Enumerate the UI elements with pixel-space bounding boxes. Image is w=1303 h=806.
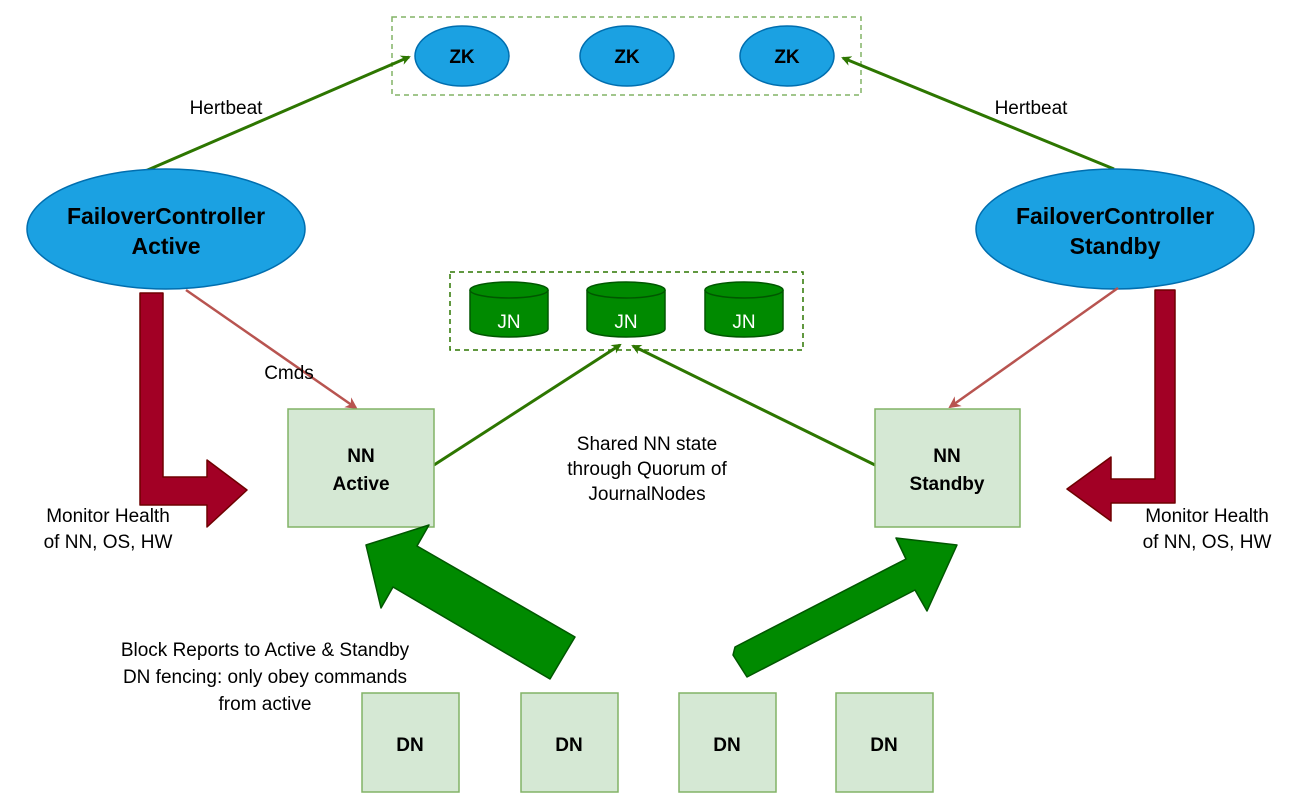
monitor-health-arrow-right	[1066, 289, 1176, 522]
monitor-health-arrow-left	[139, 292, 248, 528]
jn-label: JN	[732, 312, 755, 333]
dn-box: DN	[835, 692, 934, 793]
cmds-arrow-right	[948, 286, 1119, 409]
nn-active-line2: Active	[332, 474, 389, 495]
dn-box: DN	[361, 692, 460, 793]
cmds-label: Cmds	[264, 363, 314, 384]
dn-box: DN	[678, 692, 777, 793]
zk-label: ZK	[614, 47, 640, 68]
block-report-arrow-left	[365, 524, 576, 680]
dn-label: DN	[713, 735, 740, 756]
jn-node: JN	[469, 281, 549, 338]
failover-active-line2: Active	[131, 233, 200, 259]
zk-label: ZK	[774, 47, 800, 68]
failover-controller-active: FailoverController Active	[26, 168, 306, 290]
failover-controller-standby: FailoverController Standby	[975, 168, 1255, 290]
shared-state-line3: JournalNodes	[588, 484, 705, 505]
nn-active-to-jn-arrow	[433, 343, 622, 467]
heartbeat-label-right: Hertbeat	[995, 98, 1069, 119]
nn-active-box: NN Active	[287, 408, 435, 528]
dn-box: DN	[520, 692, 619, 793]
dn-label: DN	[396, 735, 423, 756]
monitor-left-line2: of NN, OS, HW	[44, 532, 173, 553]
shared-state-line2: through Quorum of	[567, 459, 727, 480]
nn-standby-line1: NN	[933, 446, 960, 467]
block-report-arrow-right	[732, 537, 958, 678]
zk-node: ZK	[414, 25, 510, 87]
jn-label: JN	[497, 312, 520, 333]
jn-node: JN	[704, 281, 784, 338]
heartbeat-arrow-left	[142, 55, 411, 174]
shared-state-line1: Shared NN state	[577, 434, 717, 455]
nn-standby-to-jn-arrow	[631, 344, 876, 467]
nn-standby-line2: Standby	[910, 474, 985, 495]
block-reports-line1: Block Reports to Active & Standby	[121, 640, 410, 661]
journalnodes-group-frame	[449, 271, 804, 351]
block-reports-line2: DN fencing: only obey commands	[123, 667, 407, 688]
zookeeper-group-frame	[391, 16, 862, 96]
block-reports-line3: from active	[219, 694, 312, 715]
heartbeat-label-left: Hertbeat	[190, 98, 264, 119]
zk-label: ZK	[449, 47, 475, 68]
heartbeat-arrow-right	[841, 56, 1115, 171]
zk-node: ZK	[579, 25, 675, 87]
jn-label: JN	[614, 312, 637, 333]
nn-active-line1: NN	[347, 446, 374, 467]
failover-active-line1: FailoverController	[67, 203, 265, 229]
dn-label: DN	[870, 735, 897, 756]
nn-standby-box: NN Standby	[874, 408, 1021, 528]
monitor-right-line1: Monitor Health	[1145, 506, 1269, 527]
failover-standby-line2: Standby	[1070, 233, 1161, 259]
monitor-left-line1: Monitor Health	[46, 506, 170, 527]
dn-label: DN	[555, 735, 582, 756]
jn-node: JN	[586, 281, 666, 338]
monitor-right-line2: of NN, OS, HW	[1143, 532, 1272, 553]
zk-node: ZK	[739, 25, 835, 87]
cmds-arrow-left	[185, 288, 358, 410]
failover-standby-line1: FailoverController	[1016, 203, 1214, 229]
